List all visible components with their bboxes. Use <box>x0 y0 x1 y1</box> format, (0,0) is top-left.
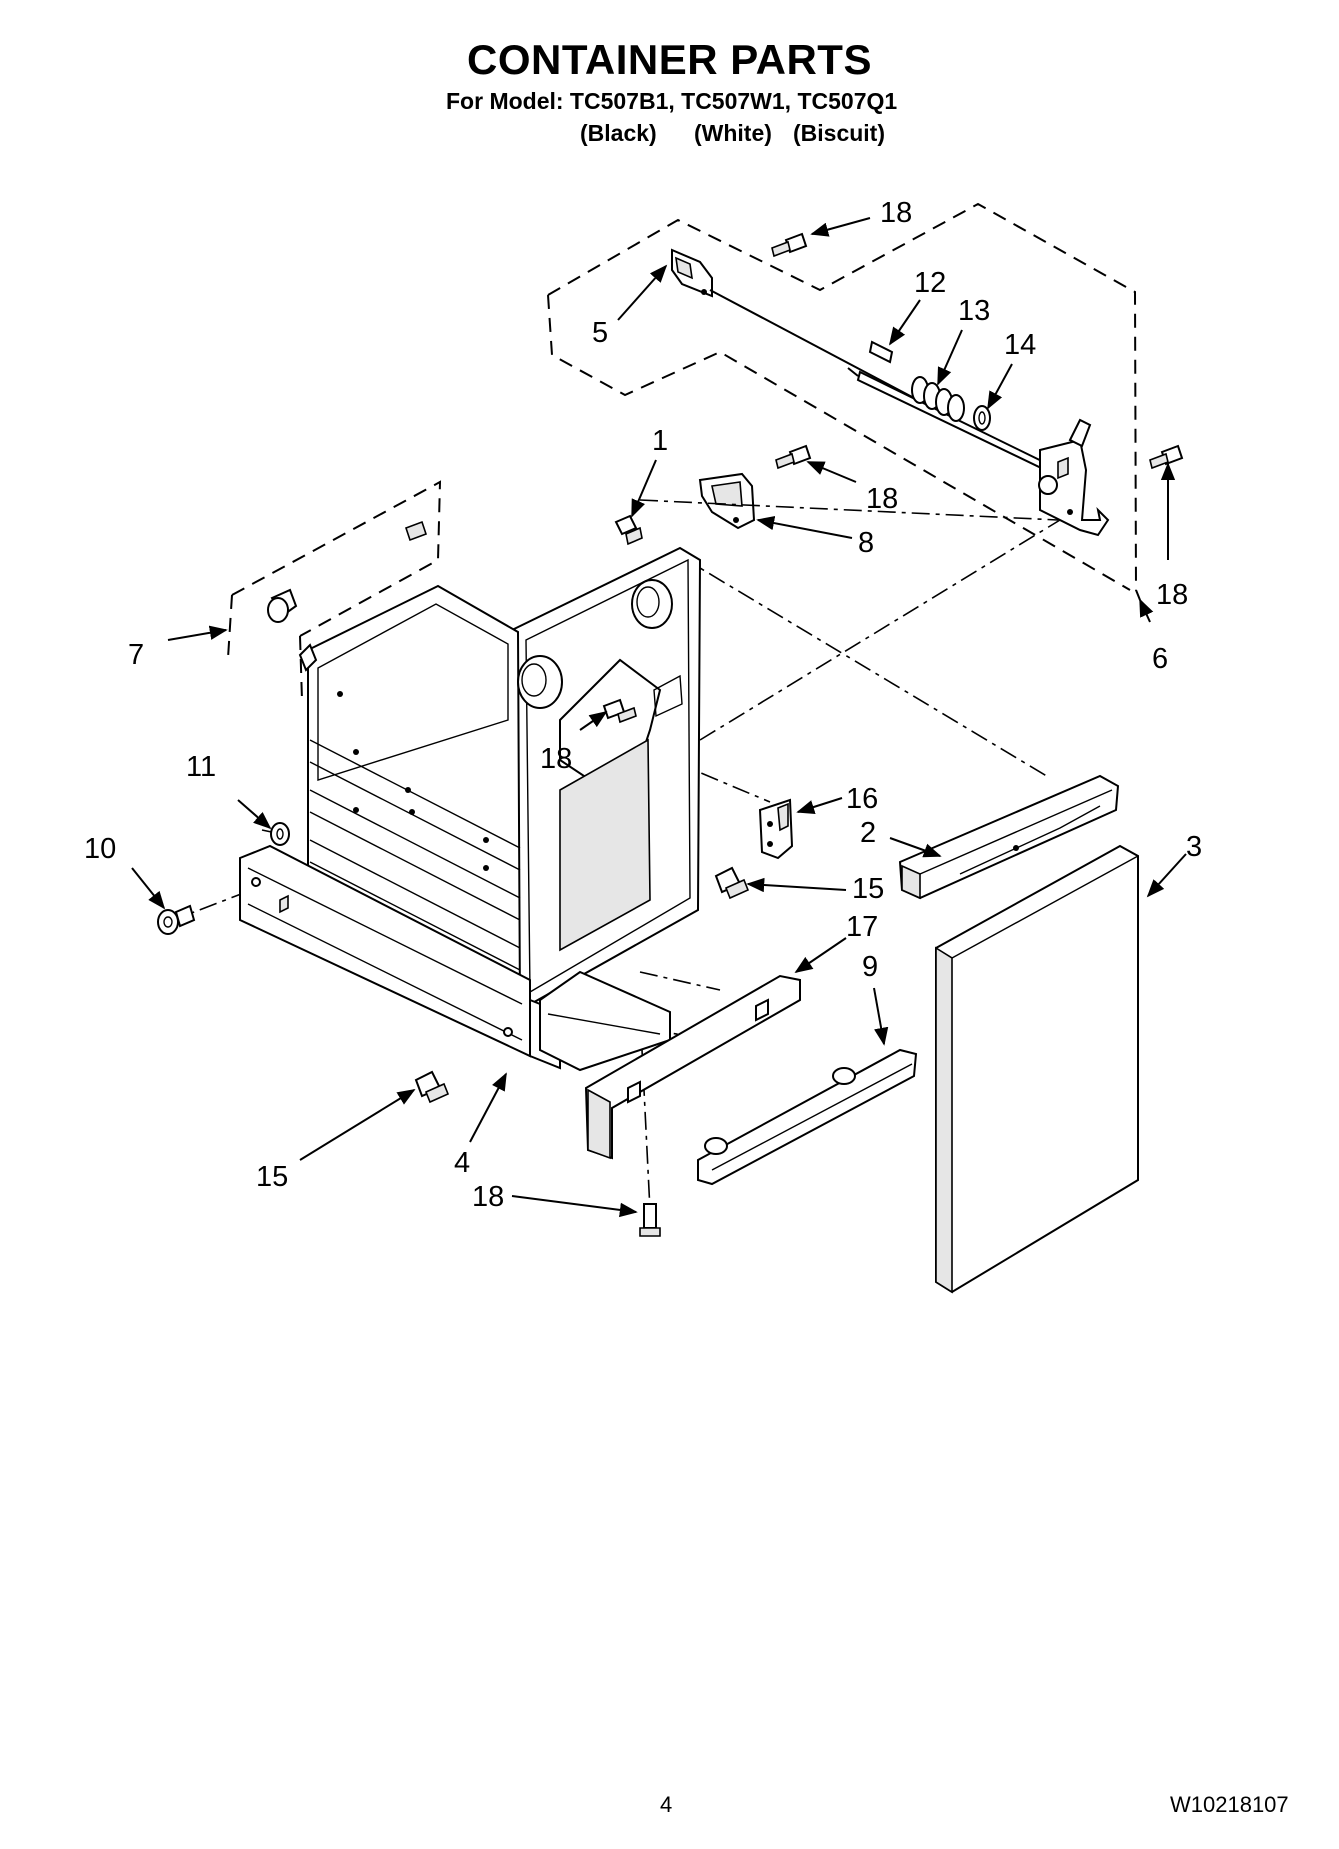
plug-group-outline-part-7 <box>227 480 442 701</box>
screw-part-10 <box>157 904 196 935</box>
callout-1: 1 <box>652 425 668 457</box>
grommet-part-11 <box>270 822 290 846</box>
top-trim-part-2 <box>898 774 1120 900</box>
callout-10: 10 <box>84 833 116 865</box>
callout-5: 5 <box>592 317 608 349</box>
callout-3: 3 <box>1186 831 1202 863</box>
callout-15: 15 <box>852 873 884 905</box>
page-number: 4 <box>660 1792 673 1817</box>
model-line: For Model: TC507B1, TC507W1, TC507Q1 <box>446 88 898 114</box>
leader-arrows <box>131 217 1187 1218</box>
screw-part-1 <box>614 514 643 546</box>
screw-part-15-lower <box>414 1070 450 1104</box>
document-number: W10218107 <box>1170 1792 1289 1817</box>
callout-18: 18 <box>472 1181 504 1213</box>
callout-14: 14 <box>1004 329 1036 361</box>
callout-11: 11 <box>186 751 216 783</box>
callout-18: 18 <box>866 483 898 515</box>
callout-8: 8 <box>858 527 874 559</box>
alignment-line <box>639 971 721 991</box>
callout-9: 9 <box>862 951 878 983</box>
callout-4: 4 <box>454 1147 470 1179</box>
callout-15: 15 <box>256 1161 288 1193</box>
callout-6: 6 <box>1152 643 1168 675</box>
screw-part-18-right <box>1149 444 1184 470</box>
bracket-part-16 <box>758 798 794 860</box>
callout-12: 12 <box>914 267 946 299</box>
side-panel-part-3 <box>935 844 1139 1294</box>
callout-17: 17 <box>846 911 878 943</box>
bracket-part-8 <box>698 472 756 530</box>
container-body <box>298 546 702 1012</box>
kick-plate-part-17 <box>584 974 801 1160</box>
callout-2: 2 <box>860 817 876 849</box>
hinge-assembly-group-outline <box>547 202 1141 601</box>
hinge-bracket-part-5 <box>671 248 713 298</box>
alignment-line <box>679 555 1051 779</box>
screw-part-18-upper-mid <box>775 444 812 470</box>
callout-labels: 18 5 12 13 14 1 18 8 18 6 7 18 11 10 16 … <box>84 197 1202 1213</box>
callout-16: 16 <box>846 783 878 815</box>
variant-biscuit: (Biscuit) <box>793 120 885 146</box>
screw-part-18-top <box>771 232 808 258</box>
alignment-line <box>639 499 1059 521</box>
screw-part-15-upper <box>714 866 750 900</box>
callout-18: 18 <box>1156 579 1188 611</box>
callout-7: 7 <box>128 639 144 671</box>
callout-13: 13 <box>958 295 990 327</box>
page-title: CONTAINER PARTS <box>467 36 872 83</box>
callout-18: 18 <box>880 197 912 229</box>
handle-part-9 <box>697 1048 918 1186</box>
screw-part-18-center <box>602 698 637 724</box>
latch-bracket-part-6 <box>1038 418 1110 537</box>
callout-18: 18 <box>540 743 572 775</box>
washer-part-14 <box>973 405 991 431</box>
variant-black: (Black) <box>580 120 657 146</box>
screw-part-18-bottom <box>639 1203 661 1237</box>
alignment-line <box>699 519 1061 741</box>
variant-white: (White) <box>694 120 772 146</box>
spring-part-13 <box>911 376 965 422</box>
hinge-rod-part-12 <box>709 289 1064 480</box>
